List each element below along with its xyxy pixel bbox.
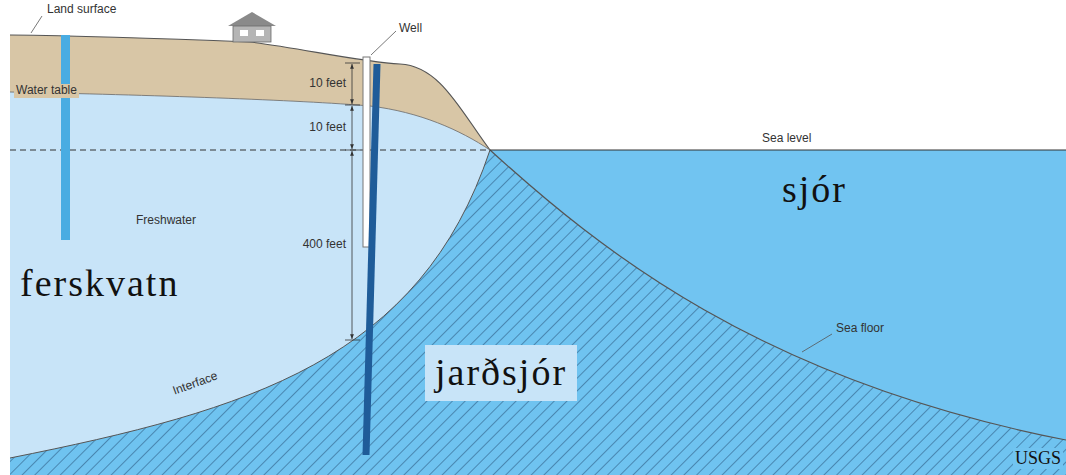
water-table-line — [10, 92, 490, 150]
sea-floor-label: Sea floor — [834, 322, 886, 336]
well-casing — [363, 57, 370, 247]
saltwater-bar — [366, 64, 377, 455]
house-icon — [228, 12, 276, 42]
unsaturated-zone — [10, 35, 490, 150]
freshwater-bar — [61, 35, 70, 240]
region-name: sjór — [782, 168, 847, 212]
well-label: Well — [397, 22, 424, 36]
sea-level-dashed — [10, 150, 490, 151]
interface-line — [10, 150, 490, 458]
region-name: jarðsjór — [425, 345, 577, 401]
dimension-label: 10 feet — [307, 121, 348, 135]
dimension-label: 400 feet — [301, 238, 348, 252]
region-name: ferskvatn — [20, 262, 179, 306]
dimension-lines — [345, 63, 360, 340]
region-label: Freshwater — [134, 214, 198, 228]
land-surface-line — [10, 35, 1066, 440]
saltwater-ground-region — [10, 150, 1066, 475]
sea-level-label: Sea level — [760, 132, 813, 146]
land-surface-leader — [31, 16, 42, 33]
well-leader — [371, 31, 396, 55]
water-table-label: Water table — [14, 84, 79, 98]
dimension-label: 10 feet — [307, 77, 348, 91]
surface-label: Land surface — [45, 3, 118, 17]
sea-floor-leader — [802, 334, 832, 352]
sea-surface-line — [490, 150, 1066, 151]
source-mark: USGS — [1013, 448, 1063, 469]
